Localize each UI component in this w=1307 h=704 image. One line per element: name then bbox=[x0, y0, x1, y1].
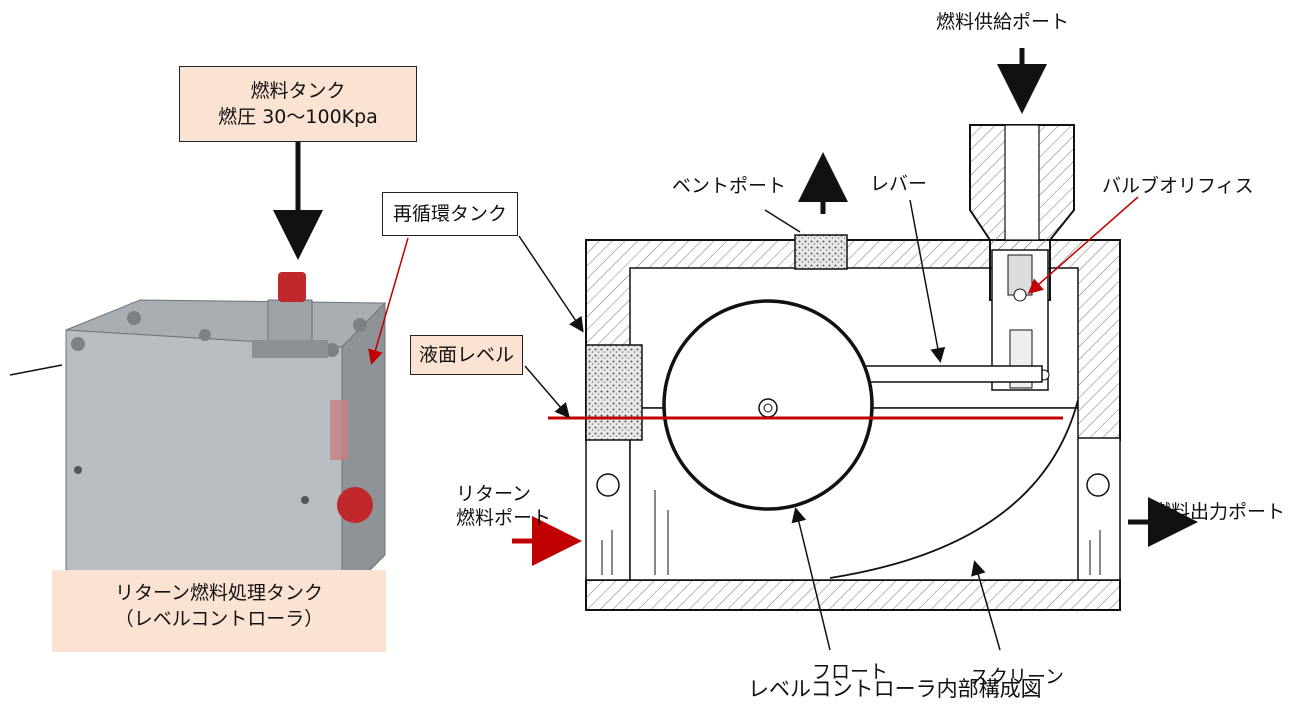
return-port-line2: 燃料ポート bbox=[456, 507, 552, 529]
return-port-label: リターン 燃料ポート bbox=[456, 482, 551, 530]
fuel-tank-pressure: 燃圧 30～100Kpa bbox=[218, 106, 378, 128]
recirc-tank-text: 再循環タンク bbox=[392, 203, 507, 225]
screen-label: スクリーン bbox=[970, 666, 1065, 688]
fuel-supply-port-label: 燃料供給ポート bbox=[936, 11, 1070, 33]
return-port-line1: リターン bbox=[456, 483, 532, 505]
vent-port-label: ベントポート bbox=[672, 175, 787, 197]
valve-orifice-label: バルブオリフィス bbox=[1102, 175, 1254, 197]
device-caption-line2: （レベルコントローラ） bbox=[114, 608, 324, 630]
liquid-level-label: 液面レベル bbox=[410, 335, 523, 375]
liquid-level-text: 液面レベル bbox=[418, 344, 514, 366]
device-caption: リターン燃料処理タンク （レベルコントローラ） bbox=[52, 570, 386, 652]
device-caption-line1: リターン燃料処理タンク bbox=[114, 582, 324, 604]
recirc-tank-label: 再循環タンク bbox=[382, 192, 518, 236]
float-label: フロート bbox=[812, 661, 889, 683]
fuel-output-port-label: 燃料出力ポート bbox=[1152, 501, 1286, 523]
fuel-tank-label: 燃料タンク 燃圧 30～100Kpa bbox=[179, 66, 417, 142]
figure-caption: レベルコントローラ内部構成図 bbox=[748, 677, 1042, 701]
cross-section bbox=[585, 124, 1121, 611]
lever-label: レバー bbox=[870, 173, 928, 195]
fuel-tank-title: 燃料タンク bbox=[250, 80, 346, 102]
device-photo bbox=[65, 272, 387, 600]
